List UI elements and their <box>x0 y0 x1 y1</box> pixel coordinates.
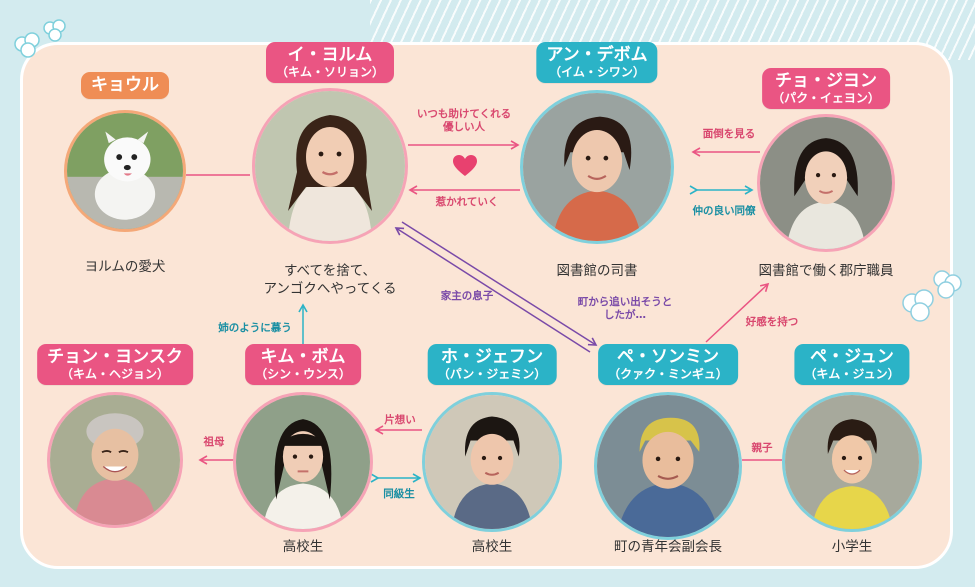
name-label-bom: キム・ボム （シン・ウンス） <box>245 344 361 385</box>
arrow-sonmin-yeoreum <box>394 227 591 353</box>
actor-text: （キム・ヘジョン） <box>60 367 170 381</box>
relation-likes: 好感を持つ <box>745 316 799 328</box>
woman-portrait-icon <box>760 117 892 249</box>
arrow-sonmin-jiyeon <box>705 282 770 343</box>
name-label-daebeom: アン・デボム （イム・シワン） <box>536 42 658 83</box>
relation-like-sister: 姉のように慕う <box>218 322 292 334</box>
relation-attracted: 惹かれていく <box>435 196 499 208</box>
name-label-jaefun: ホ・ジェフン （パン・ジェミン） <box>427 344 557 385</box>
man-portrait-icon <box>597 395 739 537</box>
actor-text: （イム・シワン） <box>549 65 645 79</box>
portrait-jun <box>782 392 922 532</box>
child-portrait-icon <box>785 395 919 529</box>
name-label-kyoul: キョウル <box>81 72 169 99</box>
portrait-jiyeon <box>757 114 895 252</box>
arrow-yeoreum-sonmin <box>401 221 598 346</box>
name-text: ホ・ジェフン <box>440 347 544 367</box>
name-label-jun: ペ・ジュン （キム・ジュン） <box>794 344 910 385</box>
girl-portrait-icon <box>236 395 370 529</box>
name-text: ペ・ソンミン <box>616 347 719 367</box>
actor-text: （キム・ジュン） <box>804 367 900 381</box>
desc-jiyeon: 図書館で働く郡庁職員 <box>758 263 894 279</box>
name-text: イ・ヨルム <box>287 45 373 65</box>
actor-text: （クァク・ミンギュ） <box>608 367 728 381</box>
portrait-kyoul <box>64 110 186 232</box>
portrait-daebeom <box>520 90 674 244</box>
name-text: キム・ボム <box>260 347 346 367</box>
relation-crush: 片想い <box>384 414 416 426</box>
actor-text: （パン・ジェミン） <box>437 367 547 381</box>
actor-text: （キム・ソリョン） <box>275 65 385 79</box>
name-label-jiyeon: チョ・ジヨン （パク・イェヨン） <box>762 68 890 109</box>
portrait-jaefun <box>422 392 562 532</box>
man-portrait-icon <box>523 93 671 241</box>
boy-portrait-icon <box>425 395 559 529</box>
relation-helps: いつも助けてくれる 優しい人 <box>416 108 512 133</box>
desc-kyoul: ヨルムの愛犬 <box>84 259 166 275</box>
relation-landlord-son: 家主の息子 <box>440 290 494 302</box>
desc-jaefun: 高校生 <box>471 539 513 555</box>
name-text: ペ・ジュン <box>810 347 894 367</box>
relation-grandmother: 祖母 <box>203 436 225 448</box>
name-label-yeonsuk: チョン・ヨンスク （キム・ヘジョン） <box>37 344 193 385</box>
flower-decoration-right-icon <box>902 270 962 322</box>
relation-takes-care: 面倒を見る <box>702 128 756 140</box>
desc-daebeom: 図書館の司書 <box>556 263 638 279</box>
name-label-yeoreum: イ・ヨルム （キム・ソリョン） <box>265 42 395 83</box>
woman-portrait-icon <box>255 91 405 241</box>
dog-portrait-icon <box>67 113 183 229</box>
portrait-sonmin <box>594 392 742 540</box>
heart-icon <box>453 155 477 176</box>
portrait-bom <box>233 392 373 532</box>
portrait-yeonsuk <box>47 392 183 528</box>
relation-colleague: 仲の良い同僚 <box>692 205 756 217</box>
name-text: チョ・ジヨン <box>774 71 877 91</box>
actor-text: （パク・イェヨン） <box>772 91 880 105</box>
portrait-yeoreum <box>252 88 408 244</box>
desc-bom: 高校生 <box>282 539 324 555</box>
name-label-sonmin: ペ・ソンミン （クァク・ミンギュ） <box>598 344 738 385</box>
desc-yeoreum: すべてを捨て、 アンゴクへやってくる <box>263 263 397 297</box>
name-text: チョン・ヨンスク <box>47 347 183 367</box>
name-text: キョウル <box>91 75 159 95</box>
grandmother-portrait-icon <box>50 395 180 525</box>
desc-sonmin: 町の青年会副会長 <box>614 539 722 555</box>
flower-decoration-icon <box>14 19 66 58</box>
relation-drive-out: 町から追い出そうと したが… <box>577 296 673 321</box>
actor-text: （シン・ウンス） <box>255 367 351 381</box>
relation-classmate: 同級生 <box>383 488 415 500</box>
relation-parent-child: 親子 <box>751 442 773 454</box>
name-text: アン・デボム <box>546 45 648 65</box>
desc-jun: 小学生 <box>831 539 873 555</box>
